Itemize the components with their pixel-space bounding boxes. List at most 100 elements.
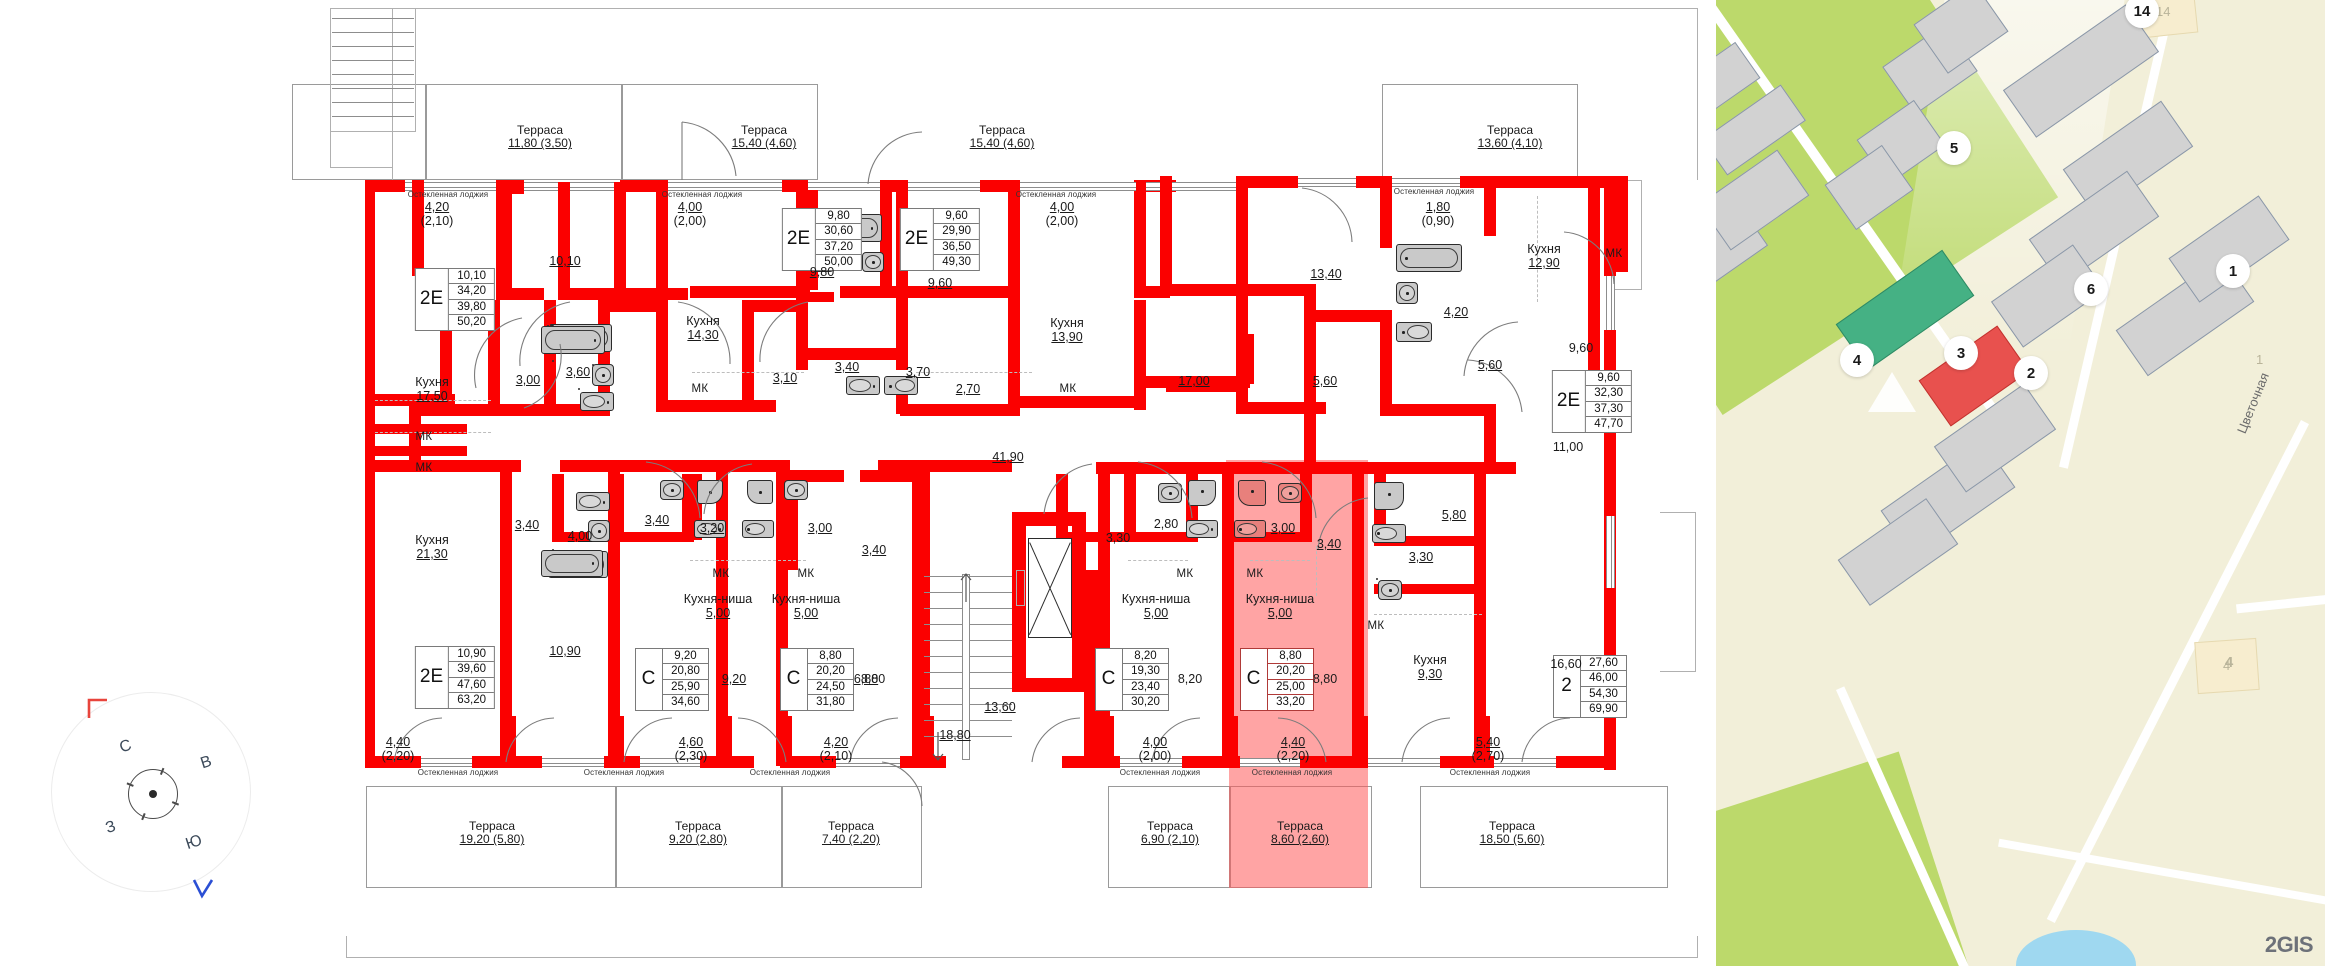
- room-area: 9,60: [1568, 341, 1594, 355]
- loggia-area-sub: (2,30): [674, 749, 708, 763]
- toilet-icon: [1186, 520, 1218, 538]
- window: [640, 758, 700, 767]
- loggia-label: Остекленная лоджия: [417, 768, 499, 777]
- toilet-icon: [742, 520, 774, 538]
- loggia-label: Остекленная лоджия: [1251, 768, 1333, 777]
- wall: [1244, 334, 1254, 384]
- room-area: 10,90: [549, 644, 581, 658]
- compass-north-marker: [87, 698, 109, 725]
- map-pin-2[interactable]: 2: [2014, 356, 2048, 390]
- mk-divider: [692, 372, 804, 373]
- window: [1494, 758, 1556, 767]
- elevator-counterweight: [1016, 570, 1025, 606]
- room-area: 13,40: [1310, 267, 1342, 281]
- wall: [558, 288, 688, 300]
- mk-divider: [375, 400, 491, 401]
- mk-label: МК: [1367, 620, 1385, 632]
- window: [1240, 758, 1300, 767]
- room-area: 5,60: [1477, 358, 1503, 372]
- door-icon: [1150, 716, 1204, 764]
- wall: [1304, 284, 1316, 414]
- apartment-spec-selected[interactable]: С 8,80 20,20 25,00 33,20: [1240, 648, 1314, 711]
- mk-divider: [1316, 546, 1317, 596]
- wall: [656, 400, 776, 412]
- room-area: 3,40: [514, 518, 540, 532]
- mk-divider: [916, 372, 1032, 373]
- loggia-area: 5,40: [1475, 735, 1501, 749]
- wall: [900, 404, 1012, 416]
- mk-divider: [690, 560, 750, 561]
- loggia-area: 4,60: [678, 735, 704, 749]
- map-pin-5[interactable]: 5: [1937, 131, 1971, 165]
- door-icon: [736, 716, 790, 764]
- wall: [375, 446, 467, 456]
- wall: [1300, 756, 1368, 768]
- map-pin-4-lower[interactable]: 4: [2224, 653, 2234, 671]
- selected-apartment-terrace-highlight[interactable]: [1229, 726, 1368, 888]
- road-main-lower: [2046, 420, 2310, 924]
- apartment-type: 2Е: [419, 666, 444, 688]
- mk-divider: [1250, 560, 1310, 561]
- map-pin-3[interactable]: 3: [1944, 336, 1978, 370]
- map-pin-14[interactable]: 14: [2125, 0, 2159, 28]
- wall: [912, 470, 924, 766]
- loggia-area-sub: (2,20): [381, 749, 415, 763]
- wall: [409, 404, 497, 416]
- loggia-label: Остекленная лоджия: [1119, 768, 1201, 777]
- building-top-contour: [392, 8, 1698, 180]
- wall: [656, 180, 668, 300]
- map-pin-6[interactable]: 6: [2074, 272, 2108, 306]
- sink-icon: [784, 480, 808, 500]
- room-area: 11,00: [1552, 440, 1584, 454]
- terrace-outline-6: [616, 786, 782, 888]
- room-area: 3,10: [772, 371, 798, 385]
- room-area: 9,80: [809, 265, 835, 279]
- door-icon: [700, 460, 756, 520]
- room-area: 13,60: [984, 700, 1016, 714]
- plot-number-1: 1: [2256, 352, 2264, 367]
- corner-sink-icon: [1238, 480, 1266, 506]
- loggia-label: Остекленная лоджия: [1015, 190, 1097, 199]
- wall: [1012, 512, 1084, 526]
- door-icon: [1400, 716, 1454, 764]
- room-area: 3,00: [515, 373, 541, 387]
- mini-map-panel[interactable]: 14 1 4 14 5 4: [1716, 0, 2325, 966]
- sink-icon: [660, 480, 684, 500]
- room-area: 3,40: [861, 543, 887, 557]
- apartment-values: 8,80 20,20 25,00 33,20: [1267, 649, 1313, 710]
- wall: [1236, 462, 1248, 472]
- apartment-type: 2Е: [419, 288, 444, 310]
- map-pin-4[interactable]: 4: [1840, 343, 1874, 377]
- window: [1392, 178, 1460, 187]
- wall: [1008, 180, 1020, 302]
- apartment-type: С: [1246, 668, 1261, 690]
- toilet-icon: [1234, 520, 1266, 538]
- building-bottom-contour: [346, 936, 1698, 958]
- loggia-area: 4,40: [1280, 735, 1306, 749]
- door-icon: [644, 460, 704, 524]
- wall: [1236, 176, 1298, 188]
- map-pin-1[interactable]: 1: [2216, 254, 2250, 288]
- sink-icon: [1158, 483, 1182, 503]
